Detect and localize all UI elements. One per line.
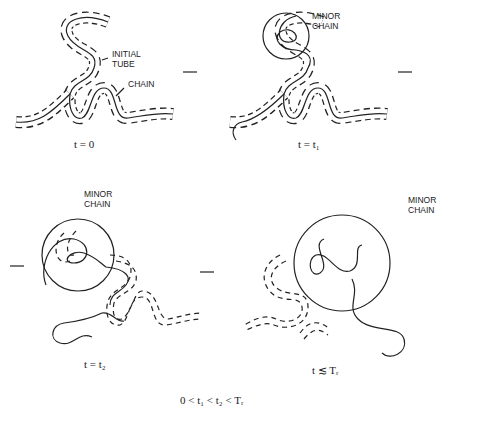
minor-chain-label: MINOR CHAIN [408,196,450,216]
panel-t1 [230,13,387,140]
time-label: t = t₂ [84,358,106,371]
minor-chain-label: MINOR CHAIN [84,190,124,210]
time-label: t = t₁ [298,138,320,151]
panel-t2 [42,219,202,344]
caption-note: 0 < t₁ < t₂ < Tᵣ [180,394,243,407]
minor-chain-label: MINOR CHAIN [312,12,352,32]
panel-tr [244,215,405,356]
chain-label: CHAIN [128,80,168,90]
panel-t0 [16,18,173,123]
time-label: t ≲ Tᵣ [312,364,339,377]
time-label: t = 0 [74,138,94,151]
tube-label: INITIAL TUBE [112,50,152,70]
